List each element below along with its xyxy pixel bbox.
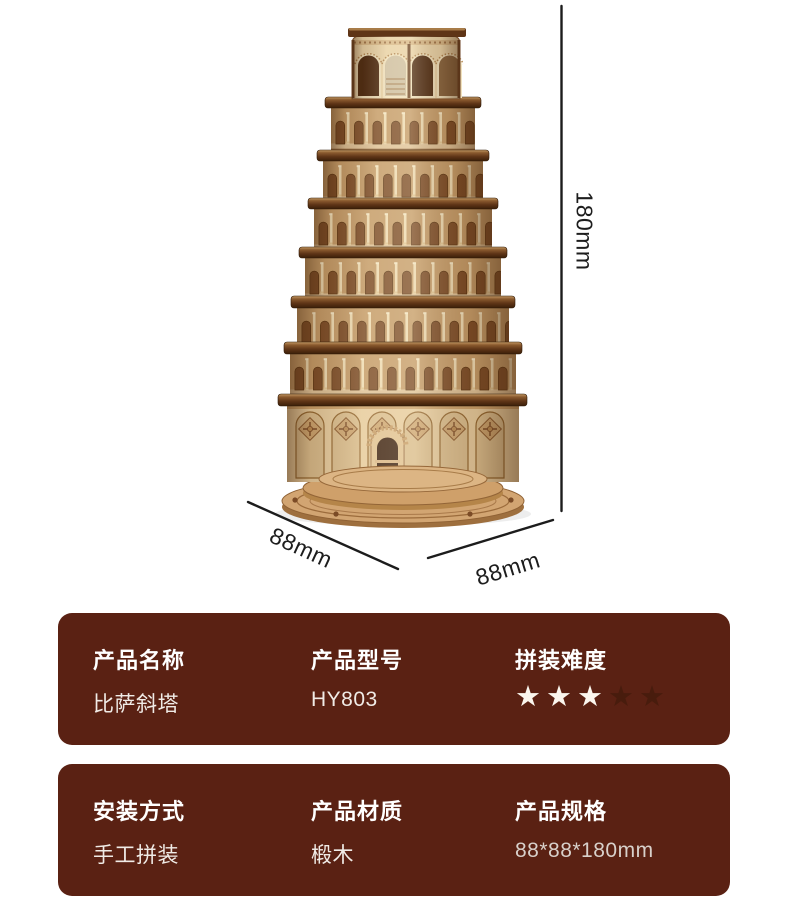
base-width-dimension-line [426, 518, 555, 560]
size-spec-value: 88*88*180mm [515, 839, 654, 862]
product-name-label: 产品名称 [93, 648, 186, 673]
assembly-method-column: 安装方式 手工拼装 [93, 764, 311, 869]
star-filled-icons: ★★★ [515, 681, 608, 713]
product-name-column: 产品名称 比萨斜塔 [93, 613, 311, 718]
base-depth-dimension-line [246, 500, 400, 571]
star-rating: ★★★★★ [515, 680, 730, 715]
star-empty-icons: ★★ [608, 681, 670, 713]
size-spec-column: 产品规格 88*88*180mm [515, 764, 730, 869]
product-model-column: 产品型号 HY803 [311, 613, 515, 718]
material-value: 椴木 [311, 844, 354, 867]
assembly-method-label: 安装方式 [93, 799, 186, 824]
product-name-value: 比萨斜塔 [93, 693, 179, 716]
product-model-label: 产品型号 [311, 648, 404, 673]
product-spec-panel: 安装方式 手工拼装 产品材质 椴木 产品规格 88*88*180mm [58, 764, 730, 896]
material-column: 产品材质 椴木 [311, 764, 515, 869]
material-label: 产品材质 [311, 799, 404, 824]
assembly-method-value: 手工拼装 [93, 844, 179, 867]
size-spec-label: 产品规格 [515, 799, 608, 824]
product-info-panel: 产品名称 比萨斜塔 产品型号 HY803 拼装难度 ★★★★★ [58, 613, 730, 745]
tower-colonnade-tiers [290, 108, 516, 395]
leaning-tower-wooden-model-photo [246, 4, 563, 571]
assembly-difficulty-column: 拼装难度 ★★★★★ [515, 613, 730, 718]
product-model-value: HY803 [311, 688, 378, 711]
tower-cornice-rings [277, 96, 528, 407]
assembly-difficulty-label: 拼装难度 [515, 648, 608, 673]
tower-bell-chamber [348, 28, 466, 100]
product-photo-section: 180mm 88mm 88mm [246, 4, 598, 591]
height-dimension-label: 180mm [571, 191, 598, 271]
tower-ground-floor [287, 406, 519, 493]
dimension-lines [246, 4, 563, 571]
